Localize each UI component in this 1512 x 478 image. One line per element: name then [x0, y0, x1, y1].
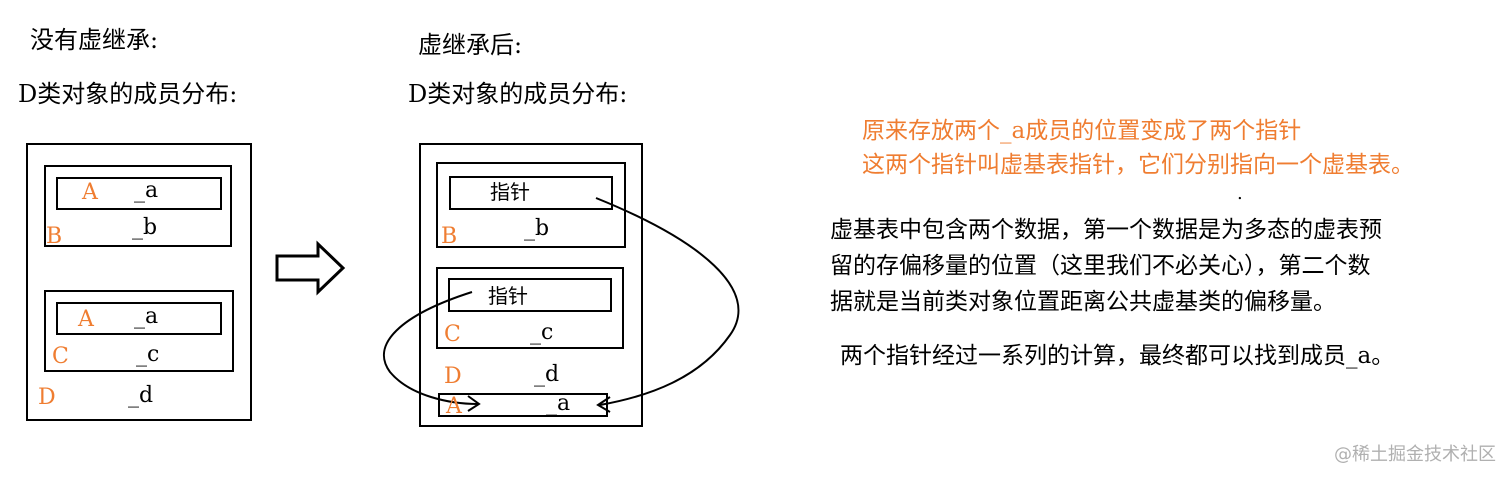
left-b-subobject-box [44, 165, 232, 247]
left-b-a-member-box [56, 177, 222, 210]
pointer2-arrowhead [467, 395, 481, 412]
right-c-pointer-box [448, 278, 612, 312]
left-member-a2: _a [134, 304, 159, 329]
right-c-subobject-box [436, 267, 624, 349]
note-orange-line2: 这两个指针叫虚基表指针，它们分别指向一个虚基表。 [862, 152, 1414, 178]
left-c-a-member-box [56, 302, 222, 335]
left-label-A2: A [78, 307, 94, 332]
right-member-b: _b [524, 216, 550, 241]
right-b-pointer-box [449, 176, 613, 210]
note-para1-line2: 留的存偏移量的位置（这里我们不必关心），第二个数 [830, 253, 1371, 279]
left-member-a1: _a [134, 178, 159, 203]
right-b-subobject-box [436, 162, 626, 248]
right-member-a: _a [546, 391, 571, 416]
right-pointer1-label: 指针 [490, 180, 530, 204]
note-para1-line1: 虚基表中包含两个数据，第一个数据是为多态的虚表预 [830, 217, 1382, 243]
right-member-d: _d [534, 362, 560, 387]
watermark-text: @稀土掘金技术社区 [1334, 444, 1496, 465]
note-orange-line1: 原来存放两个_a成员的位置变成了两个指针 [862, 118, 1302, 144]
note-dot: . [1237, 183, 1243, 204]
right-label-C: C [444, 322, 461, 347]
pointer2-arrow-curve [383, 291, 479, 405]
left-label-D: D [38, 385, 56, 410]
transition-arrow [275, 240, 346, 296]
right-heading-virtual: 虚继承后: [418, 31, 523, 59]
left-label-A1: A [82, 180, 98, 205]
right-heading-layout: D类对象的成员分布: [408, 80, 628, 108]
left-member-c: _c [136, 342, 160, 367]
left-heading-no-virtual: 没有虚继承: [30, 26, 159, 54]
right-d-object-box [419, 143, 643, 427]
note-para2: 两个指针经过一系列的计算，最终都可以找到成员_a。 [840, 343, 1395, 369]
right-label-D: D [444, 364, 462, 389]
right-label-B: B [441, 224, 458, 249]
left-member-b: _b [132, 215, 158, 240]
left-c-subobject-box [44, 290, 234, 372]
note-para1-line3: 据就是当前类对象位置距离公共虚基类的偏移量。 [830, 289, 1336, 315]
right-label-A: A [446, 394, 462, 419]
left-label-B: B [46, 224, 63, 249]
right-member-c: _c [530, 320, 554, 345]
left-member-d: _d [128, 383, 154, 408]
left-heading-layout: D类对象的成员分布: [18, 80, 238, 108]
right-a-virtual-base-box [438, 393, 608, 417]
left-label-C: C [52, 344, 69, 369]
left-d-object-box [26, 143, 252, 421]
right-pointer2-label: 指针 [488, 284, 528, 308]
pointer1-arrow-curve [595, 197, 740, 406]
